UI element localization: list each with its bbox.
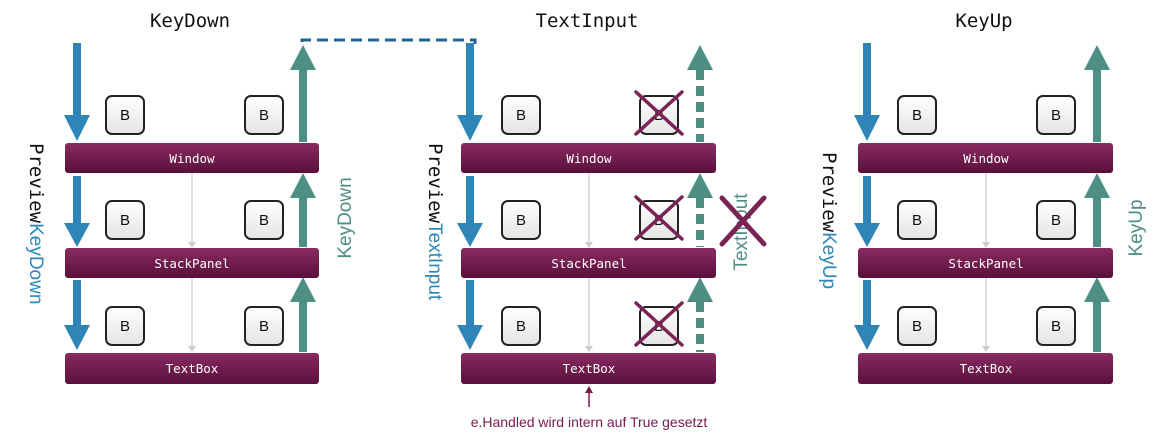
tunnel-label-keyup: PreviewKeyUp [818,152,840,289]
bar-window [858,143,1113,173]
svg-text:B: B [516,318,526,335]
bar-textbox [461,353,716,384]
svg-text:B: B [120,318,130,335]
cancel-cross-icon [719,195,767,247]
bar-stackpanel [858,248,1113,278]
handled-note: e.Handled wird intern auf True gesetzt [471,414,708,430]
bubble-arrows-keydown [290,45,316,352]
svg-text:B: B [259,212,269,229]
tunnel-label-textinput: PreviewTextInput [424,143,446,301]
bubble-label-keydown: KeyDown [335,177,356,258]
svg-text:B: B [654,318,664,335]
key-b-icon: B [501,95,541,135]
key-b-crossed-icon: B [634,301,684,347]
bar-label-stackpanel: StackPanel [948,256,1023,271]
tunnel-arrows-textinput [457,43,483,350]
svg-text:B: B [654,107,664,124]
svg-text:B: B [912,107,922,124]
svg-text:B: B [516,212,526,229]
key-b-crossed-icon: B [634,90,684,136]
element-bars-keyup: Window StackPanel TextBox [858,143,1113,384]
panel-title-keydown: KeyDown [150,10,230,32]
key-b-icon: B [1036,200,1076,240]
bar-label-textbox: TextBox [563,361,616,376]
svg-text:B: B [259,318,269,335]
tunnel-label-keydown: PreviewKeyDown [25,143,47,304]
svg-text:B: B [654,212,664,229]
thin-connector-arrowheads [188,242,990,352]
bubble-arrows-textinput-dashed [687,45,713,352]
thin-connectors [191,172,987,350]
panel-title-keyup: KeyUp [955,10,1012,32]
svg-text:B: B [120,107,130,124]
key-b-icon: B [244,306,284,346]
svg-text:B: B [120,212,130,229]
tunnel-arrows-keyup [854,43,880,350]
dashed-link [300,38,477,44]
bar-label-stackpanel: StackPanel [154,256,229,271]
key-b-icon: B [897,95,937,135]
bar-label-window: Window [963,151,1009,166]
svg-text:B: B [259,107,269,124]
key-icons-keyup: B B B B B B [897,95,1076,346]
bar-textbox [65,353,319,384]
key-b-icon: B [1036,95,1076,135]
svg-text:B: B [1051,318,1061,335]
svg-text:B: B [516,107,526,124]
bar-label-stackpanel: StackPanel [551,256,626,271]
key-b-icon: B [105,95,145,135]
svg-text:B: B [912,212,922,229]
svg-text:B: B [1051,107,1061,124]
bar-label-textbox: TextBox [960,361,1013,376]
key-b-icon: B [105,306,145,346]
svg-text:B: B [1051,212,1061,229]
key-b-icon: B [244,95,284,135]
key-icons-keydown: B B B B B B [105,95,284,346]
key-b-icon: B [897,306,937,346]
bubble-label-keyup: KeyUp [1126,199,1147,256]
bar-label-window: Window [566,151,612,166]
key-b-icon: B [501,200,541,240]
panel-title-textinput: TextInput [536,10,639,32]
key-b-icon: B [105,200,145,240]
svg-text:B: B [912,318,922,335]
bar-label-textbox: TextBox [166,361,219,376]
bar-window [65,143,319,173]
bar-label-window: Window [169,151,215,166]
key-b-icon: B [244,200,284,240]
handled-pointer-arrow [585,386,593,407]
bar-stackpanel [461,248,716,278]
key-icons-textinput: B B B B B B [501,90,684,347]
key-b-icon: B [1036,306,1076,346]
key-b-icon: B [897,200,937,240]
bar-stackpanel [65,248,319,278]
bar-window [461,143,716,173]
bar-textbox [858,353,1113,384]
tunnel-arrows-keydown [64,43,90,350]
key-b-icon: B [501,306,541,346]
key-b-crossed-icon: B [634,195,684,241]
element-bars-textinput: Window StackPanel TextBox [461,143,716,384]
element-bars-keydown: Window StackPanel TextBox [65,143,319,384]
bubble-arrows-keyup [1084,45,1110,352]
